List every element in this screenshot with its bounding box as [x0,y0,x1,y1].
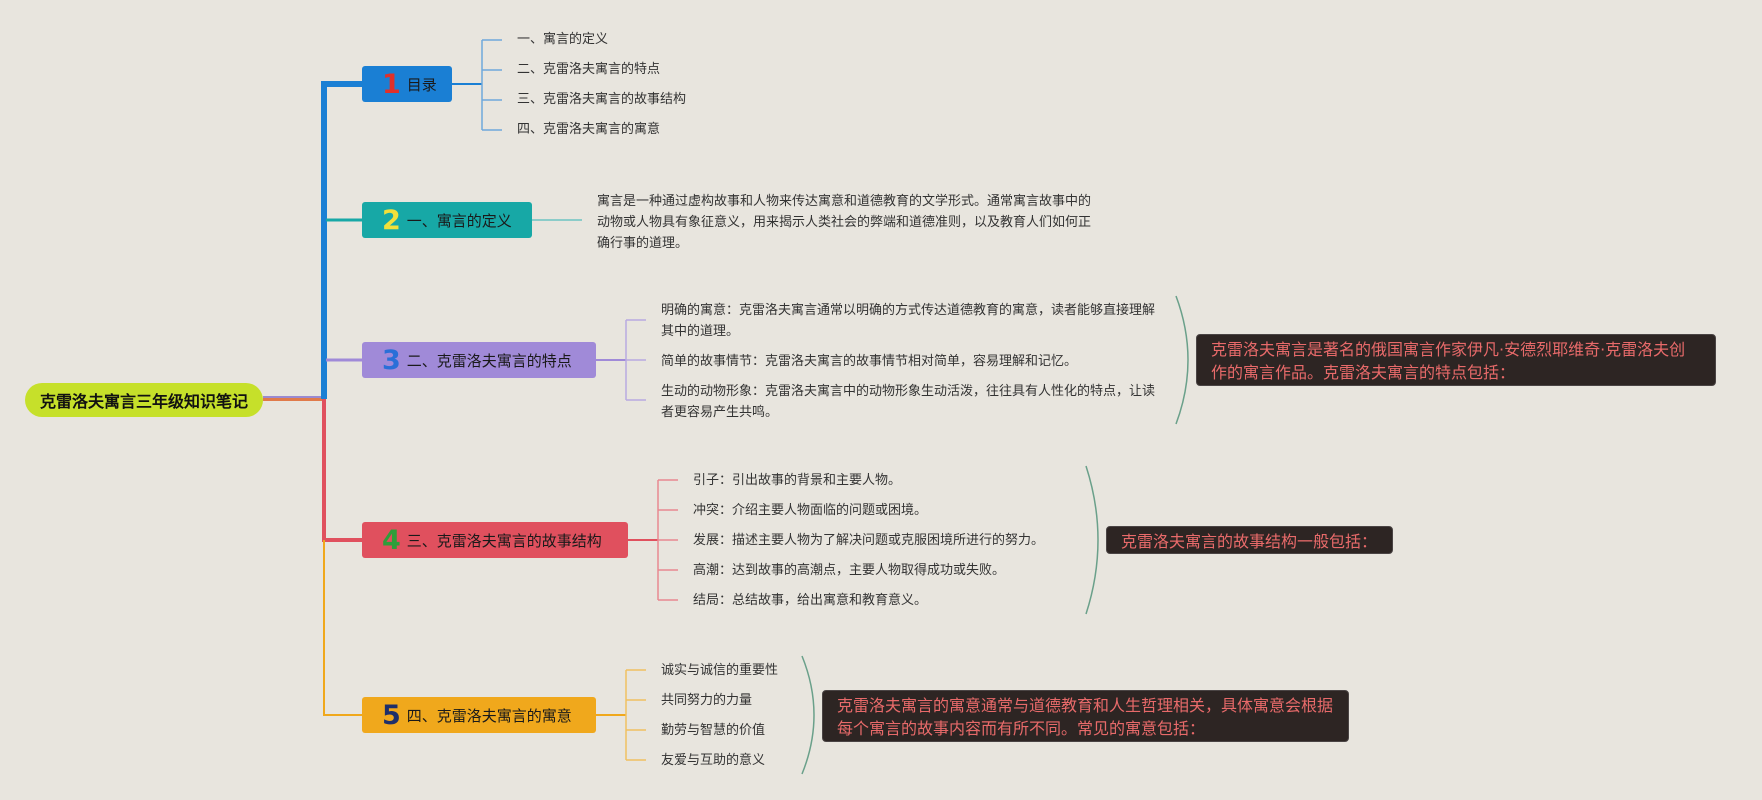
root-topic[interactable]: 克雷洛夫寓言三年级知识笔记 [25,383,263,417]
branch-morals[interactable]: 5 四、克雷洛夫寓言的寓意 [362,697,596,733]
branch-label: 二、克雷洛夫寓言的特点 [406,351,572,370]
features-summary[interactable]: 克雷洛夫寓言是著名的俄国寓言作家伊凡·安德烈耶维奇·克雷洛夫创作的寓言作品。克雷… [1196,334,1716,386]
branch-structure[interactable]: 4 三、克雷洛夫寓言的故事结构 [362,522,628,558]
moral-item[interactable]: 诚实与诚信的重要性 [661,663,779,678]
feature-item[interactable]: 简单的故事情节：克雷洛夫寓言的故事情节相对简单，容易理解和记忆。 [661,354,1078,369]
branch-toc[interactable]: 1 目录 [362,66,452,102]
branch-number: 5 [382,699,401,731]
feature-item[interactable]: 明确的寓意：克雷洛夫寓言通常以明确的方式传达道德教育的寓意，读者能够直接理解其中… [661,303,1156,339]
branch-label: 四、克雷洛夫寓言的寓意 [406,706,572,725]
branch-number: 4 [382,524,401,556]
toc-item[interactable]: 四、克雷洛夫寓言的寓意 [517,122,661,137]
branch-number: 2 [382,204,401,236]
toc-item[interactable]: 二、克雷洛夫寓言的特点 [517,62,661,77]
branch-features[interactable]: 3 二、克雷洛夫寓言的特点 [362,342,596,378]
structure-item[interactable]: 冲突：介绍主要人物面临的问题或困境。 [693,503,928,518]
branch-number: 1 [382,68,401,100]
branch-label: 一、寓言的定义 [406,211,512,230]
toc-item[interactable]: 一、寓言的定义 [517,32,609,47]
branch-label: 目录 [406,75,437,94]
structure-item[interactable]: 高潮：达到故事的高潮点，主要人物取得成功或失败。 [693,563,1006,578]
structure-item[interactable]: 发展：描述主要人物为了解决问题或克服困境所进行的努力。 [693,533,1045,548]
structure-item[interactable]: 引子：引出故事的背景和主要人物。 [693,473,902,488]
branch-definition[interactable]: 2 一、寓言的定义 [362,202,532,238]
feature-item[interactable]: 生动的动物形象：克雷洛夫寓言中的动物形象生动活泼，往往具有人性化的特点，让读者更… [661,384,1156,420]
definition-text[interactable]: 寓言是一种通过虚构故事和人物来传达寓意和道德教育的文学形式。通常寓言故事中的动物… [597,194,1092,251]
structure-item[interactable]: 结局：总结故事，给出寓意和教育意义。 [693,593,928,608]
structure-summary[interactable]: 克雷洛夫寓言的故事结构一般包括： [1106,526,1393,554]
toc-item[interactable]: 三、克雷洛夫寓言的故事结构 [517,92,687,107]
morals-summary[interactable]: 克雷洛夫寓言的寓意通常与道德教育和人生哲理相关，具体寓意会根据每个寓言的故事内容… [822,690,1349,742]
moral-item[interactable]: 共同努力的力量 [661,693,753,708]
branch-number: 3 [382,344,401,376]
moral-item[interactable]: 友爱与互助的意义 [661,753,766,768]
branch-label: 三、克雷洛夫寓言的故事结构 [406,531,602,550]
moral-item[interactable]: 勤劳与智慧的价值 [661,723,766,738]
